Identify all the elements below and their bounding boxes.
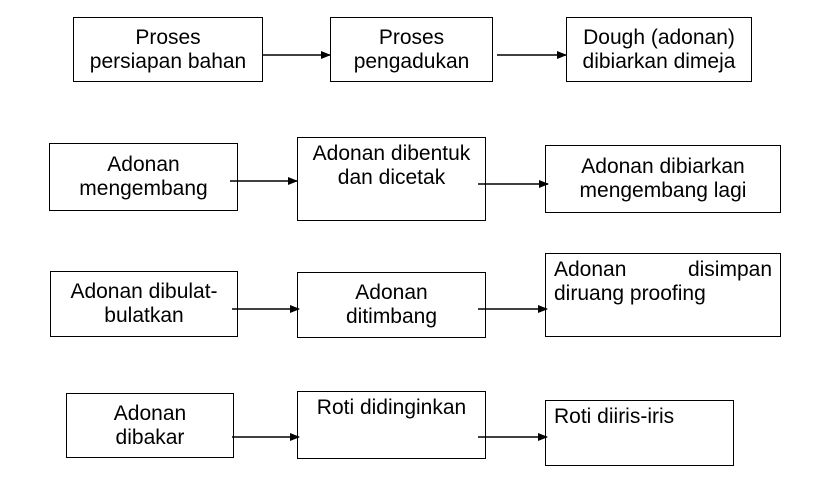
step-label: dibakar: [115, 425, 185, 449]
step-label: Proses: [135, 25, 201, 49]
step-label: mengembang: [79, 177, 208, 200]
step-label: ditimbang: [345, 305, 438, 328]
step-word: disimpan: [687, 258, 772, 281]
step-label: Dough (adonan): [583, 25, 735, 49]
step-word: Adonan: [554, 258, 627, 281]
step-label: Proses: [378, 25, 445, 49]
step-label: Adonan dibulat-: [70, 280, 218, 303]
step-dough-dibiarkan: Dough (adonan) dibiarkan dimeja: [566, 17, 752, 82]
step-label: Adonan dibentuk: [312, 142, 471, 165]
step-adonan-dibakar: Adonan dibakar: [66, 393, 234, 458]
step-label: mengembang lagi: [579, 179, 747, 202]
step-adonan-dibulatkan: Adonan dibulat- bulatkan: [50, 271, 238, 337]
step-label: Adonan dibiarkan: [581, 155, 745, 178]
step-label: persiapan bahan: [89, 49, 247, 73]
step-adonan-dibentuk: Adonan dibentuk dan dicetak: [297, 137, 486, 221]
step-label: Adonan: [355, 281, 428, 304]
step-label: Adonan: [107, 153, 180, 176]
step-adonan-ditimbang: Adonan ditimbang: [297, 272, 486, 338]
step-label: Roti diiris-iris: [554, 405, 675, 428]
step-adonan-mengembang: Adonan mengembang: [49, 143, 238, 211]
step-label: pengadukan: [353, 49, 470, 73]
step-roti-didinginkan: Roti didinginkan: [297, 391, 486, 459]
step-label: dan dicetak: [337, 166, 446, 189]
step-label: Adonan: [113, 401, 187, 425]
step-label: diruang proofing: [554, 282, 706, 305]
step-label: Roti didinginkan: [316, 396, 467, 419]
step-label-first: Adonan disimpan: [554, 258, 780, 282]
step-adonan-mengembang-lagi: Adonan dibiarkan mengembang lagi: [545, 145, 781, 213]
step-adonan-disimpan-proofing: Adonan disimpan diruang proofing: [545, 253, 781, 337]
step-roti-diiris: Roti diiris-iris: [545, 400, 734, 466]
step-label: dibiarkan dimeja: [582, 49, 736, 73]
step-label: bulatkan: [104, 304, 184, 327]
step-pengadukan: Proses pengadukan: [330, 17, 493, 82]
step-persiapan-bahan: Proses persiapan bahan: [73, 17, 263, 82]
